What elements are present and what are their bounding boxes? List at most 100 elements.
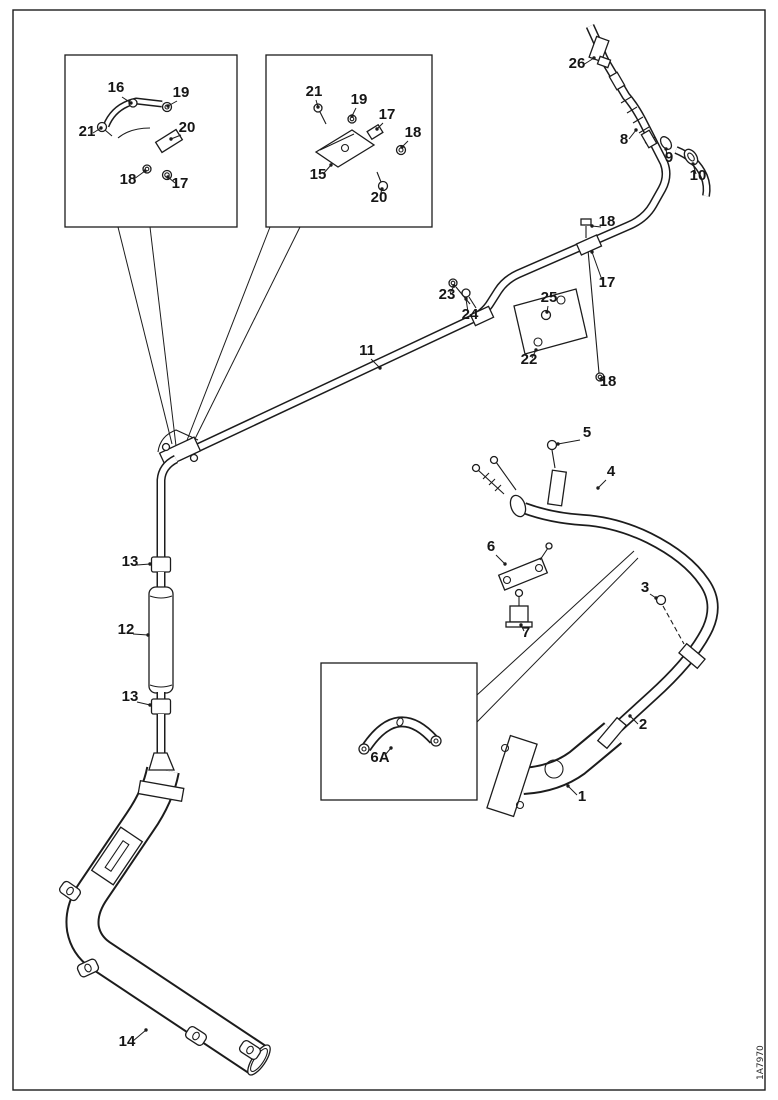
- coupling-nut: [596, 55, 612, 69]
- callout-dot-20: [380, 187, 384, 191]
- spring-bolt: [495, 461, 517, 491]
- bolt-shaft: [468, 296, 477, 309]
- spring-joint: [471, 455, 527, 518]
- elbow-flange: [486, 734, 538, 818]
- flange-hole: [515, 800, 525, 810]
- bracket-hole: [534, 563, 544, 573]
- callout-dot-20: [169, 137, 173, 141]
- bracket-22-hole: [556, 295, 566, 305]
- callout-dot-3: [654, 596, 658, 600]
- nut-20-shaft: [376, 171, 382, 183]
- callout-19-7: 19: [351, 91, 368, 108]
- tab-plate: [76, 958, 100, 978]
- callout-leader-26: [582, 57, 595, 66]
- flex-fitting: [608, 71, 626, 91]
- bolt-21-shaft: [319, 111, 327, 125]
- bracket-22: [513, 288, 588, 355]
- callout-leader-1: [567, 785, 578, 796]
- callout-19-1: 19: [173, 84, 190, 101]
- bracket-15-hole: [340, 143, 350, 153]
- callout-13-31: 13: [122, 688, 139, 705]
- upper-exhaust-pipe-assembly: [176, 24, 711, 462]
- clamp-3: [655, 594, 706, 670]
- callout-leader-6: [495, 554, 506, 565]
- bracket-hole: [502, 575, 512, 585]
- downpipe-upper-fill: [158, 456, 178, 557]
- exhaust-pipe-14-assembly: [59, 752, 271, 1076]
- callout-18-16: 18: [599, 213, 616, 230]
- bolt-5-shaft: [551, 449, 556, 469]
- callout-26-12: 26: [569, 55, 586, 72]
- corner-code: 1A7970: [756, 1045, 766, 1080]
- callout-leader-19: [167, 100, 178, 107]
- spacer-17: [366, 123, 384, 141]
- muffler-seam: [149, 595, 173, 599]
- callout-3-30: 3: [641, 579, 649, 596]
- inlet-clamp: [137, 780, 185, 802]
- connector-13-lower: [150, 698, 172, 715]
- inset-frame: [64, 54, 238, 228]
- flex-bellows-8: [608, 71, 658, 149]
- callout-dot-17: [590, 250, 594, 254]
- mount-tab: [76, 958, 100, 978]
- callout-dot-9: [664, 147, 668, 151]
- mount-tab: [238, 1039, 262, 1061]
- callout-9-14: 9: [665, 149, 673, 166]
- callout-24-19: 24: [462, 306, 479, 323]
- callout-21-2: 21: [79, 123, 96, 140]
- callout-leader-24: [465, 298, 469, 313]
- callout-leader-17: [591, 251, 603, 281]
- pointer-line: [183, 226, 271, 449]
- callout-leader-4: [597, 479, 607, 489]
- callout-4-25: 4: [607, 463, 616, 480]
- callout-leader-13: [136, 701, 151, 706]
- callout-dot-6: [503, 562, 507, 566]
- callout-14-35: 14: [119, 1033, 136, 1050]
- callout-dot-18: [400, 145, 404, 149]
- inset-box-6a: [320, 662, 478, 801]
- spring-coil: [488, 478, 496, 486]
- coupling-26: [588, 35, 612, 69]
- callout-7-29: 7: [522, 624, 530, 641]
- callout-dot-13: [148, 562, 152, 566]
- callout-dot-22: [534, 348, 538, 352]
- inlet-flare: [148, 752, 175, 771]
- inset-pointer-lines: [117, 226, 639, 723]
- inset-frame: [320, 662, 478, 801]
- bracket-15: [314, 129, 376, 168]
- junction-strap: [157, 429, 199, 453]
- spring-bolt-head: [489, 455, 499, 465]
- pointer-line: [188, 226, 301, 452]
- callout-17-5: 17: [172, 175, 189, 192]
- flex-fitting: [640, 129, 658, 149]
- callout-dot-17: [166, 175, 170, 179]
- callout-dot-11: [378, 366, 382, 370]
- callout-dot-21: [99, 126, 103, 130]
- tab-hole: [192, 1031, 200, 1041]
- callout-25-20: 25: [541, 289, 558, 306]
- callout-6A-33: 6A: [370, 749, 389, 766]
- ring-10-hole: [687, 152, 695, 162]
- pointer-line: [476, 557, 639, 723]
- tab-plate: [238, 1039, 262, 1061]
- callout-dot-18: [143, 169, 147, 173]
- bracket-plate: [497, 557, 549, 591]
- pipe-14-fill: [67, 766, 267, 1073]
- bolt-24: [461, 288, 471, 298]
- callout-20-3: 20: [179, 119, 196, 136]
- bolt-3-head: [655, 594, 667, 606]
- callout-20-11: 20: [371, 189, 388, 206]
- spring-bolt-head: [471, 463, 481, 473]
- tab-hole: [246, 1045, 254, 1055]
- strap-bolt-hole: [433, 738, 439, 744]
- strap-bolt: [358, 743, 370, 755]
- callout-dot-16: [129, 101, 133, 105]
- callout-dot-21: [316, 105, 320, 109]
- outlet-collar: [596, 716, 628, 750]
- strap-bolt-hole: [361, 746, 367, 752]
- callout-dot-12: [146, 633, 150, 637]
- connector-13-upper: [150, 556, 172, 573]
- callout-22-21: 22: [521, 351, 538, 368]
- junction-bolt: [189, 453, 199, 463]
